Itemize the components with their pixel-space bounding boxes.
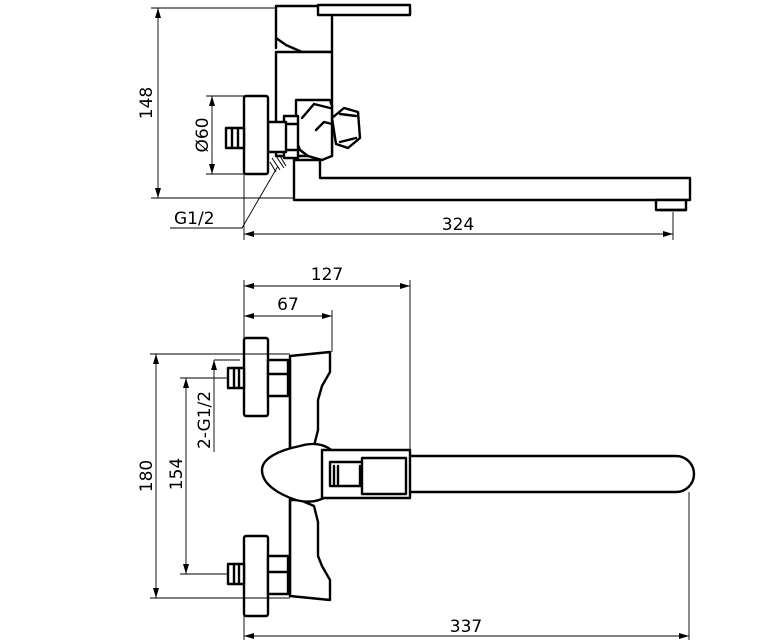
top-thread-callout: 2-G1/2 <box>195 359 240 452</box>
top-overall-length-label: 337 <box>450 617 482 637</box>
top-flange-offset-label: 67 <box>277 295 299 315</box>
side-flange-diameter-label: Ø60 <box>193 117 213 152</box>
side-spout-length-dimension: 324 <box>243 174 674 240</box>
top-thread-label: 2-G1/2 <box>195 391 215 449</box>
side-inlet-thread <box>224 126 287 173</box>
top-overall-length-dimension: 337 <box>243 492 690 640</box>
top-inlet-spacing-dimension: 154 <box>167 377 228 575</box>
side-height-label: 148 <box>137 87 157 119</box>
side-coupling-nut <box>266 114 300 160</box>
side-lever-handle <box>274 3 412 54</box>
top-overall-height-dimension: 180 <box>137 353 290 599</box>
side-view: 148 Ø60 G1/2 324 <box>137 3 692 240</box>
side-diverter-knob <box>330 106 362 150</box>
side-valve-body <box>274 50 334 162</box>
top-overall-height-label: 180 <box>137 460 157 492</box>
side-spout-length-label: 324 <box>442 215 474 235</box>
top-body-offset-label: 127 <box>311 265 343 285</box>
top-upper-inlet <box>226 336 290 418</box>
top-lower-inlet <box>226 534 290 618</box>
top-view: 127 67 180 154 <box>137 265 696 640</box>
side-thread-label: G1/2 <box>174 209 215 229</box>
side-thread-callout: G1/2 <box>170 165 279 229</box>
top-inlet-spacing-label: 154 <box>167 458 187 490</box>
top-lever-and-spout <box>260 442 696 503</box>
side-flange-diameter-dimension: Ø60 <box>193 95 244 175</box>
side-height-dimension: 148 <box>137 7 294 199</box>
top-flange-offset-dimension: 67 <box>244 295 333 352</box>
top-body-offset-dimension: 127 <box>243 265 411 450</box>
side-wall-flange <box>242 94 270 176</box>
side-spout <box>292 158 692 212</box>
